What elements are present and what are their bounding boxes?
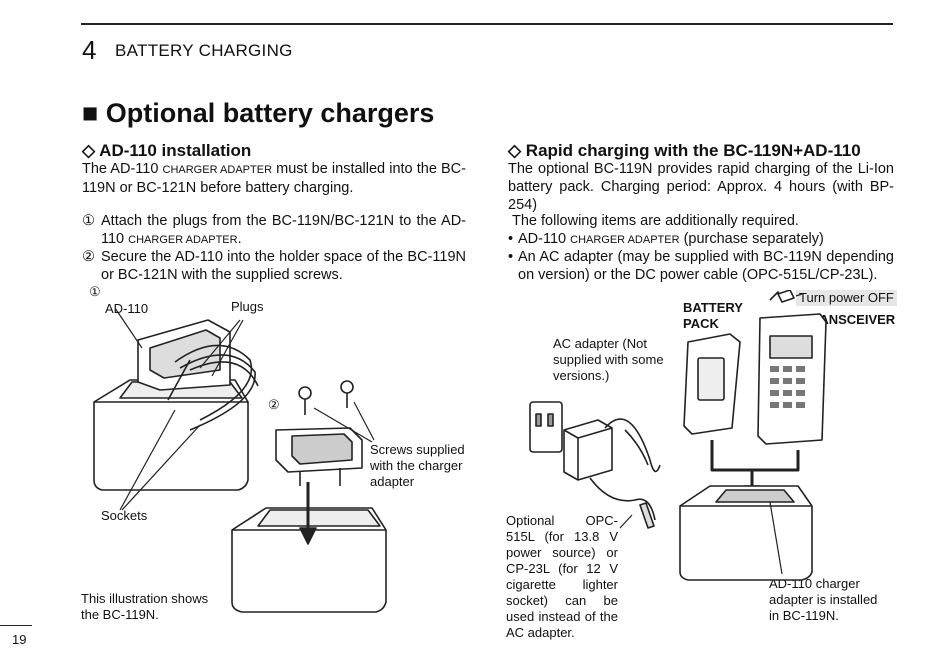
bullet-1-dot: • <box>508 231 514 247</box>
left-subtitle: ◇ AD-110 installation <box>82 141 252 160</box>
right-subtitle: ◇ Rapid charging with the BC-119N+AD-110 <box>508 141 861 160</box>
intro-smallcaps: CHARGER ADAPTER <box>162 164 273 176</box>
bullet-2-dot: • <box>508 249 514 265</box>
step-1-marker: ① <box>82 213 95 229</box>
section-title: ■ Optional battery chargers <box>82 98 435 128</box>
bullet-1-smallcaps: CHARGER ADAPTER <box>570 234 680 246</box>
step-1-text: Attach the plugs from the BC-119N/BC-121… <box>101 213 466 247</box>
chapter-number: 4 <box>82 35 97 65</box>
bullet-2: • An AC adapter (may be supplied with BC… <box>508 248 894 284</box>
figure-caption: This illustration shows the BC-119N. <box>81 591 209 622</box>
label-turn-power-off: Turn power OFF <box>796 290 897 306</box>
figure-marker-1: ① <box>89 284 101 299</box>
intro-text: The AD-110 <box>82 161 163 177</box>
page-number-rule <box>0 625 32 626</box>
label-battery-pack: BATTERY PACK <box>683 300 743 331</box>
bullet-1-text: AD-110 <box>518 231 571 247</box>
label-ac-adapter: AC adapter (Not supplied with some versi… <box>553 336 664 383</box>
header-rule <box>81 23 893 25</box>
required-items: The following items are additionally req… <box>512 213 799 229</box>
step-2-text: Secure the AD-110 into the holder space … <box>101 249 466 283</box>
page-number: 19 <box>12 632 27 647</box>
label-opc-cable: Optional OPC-515L (for 13.8 V power sour… <box>506 513 618 640</box>
right-intro: The optional BC-119N provides rapid char… <box>508 161 894 213</box>
label-sockets: Sockets <box>101 508 148 523</box>
bullet-2-text: An AC adapter (may be supplied with BC-1… <box>518 249 894 283</box>
intro-text-2: must be installed into the BC-119N or BC… <box>82 161 466 196</box>
ad110-installation-illustration <box>93 307 387 613</box>
step-1-text-2: . <box>237 231 242 247</box>
step-1-smallcaps: CHARGER ADAPTER <box>128 234 238 246</box>
label-plugs: Plugs <box>231 299 264 314</box>
chapter-title: BATTERY CHARGING <box>115 41 293 60</box>
label-ad110: AD-110 <box>105 301 149 316</box>
rapid-charging-illustration <box>529 290 827 581</box>
bullet-1: • AD-110 CHARGER ADAPTER (purchase separ… <box>508 230 894 249</box>
step-1: ① Attach the plugs from the BC-119N/BC-1… <box>82 212 466 249</box>
step-2-marker: ② <box>82 249 95 265</box>
label-screws: Screws supplied with the charger adapter <box>370 442 465 489</box>
bullet-1-text-2: (purchase separately) <box>679 231 824 247</box>
figure-marker-2: ② <box>268 397 280 412</box>
step-2: ② Secure the AD-110 into the holder spac… <box>82 248 466 284</box>
left-intro: The AD-110 CHARGER ADAPTER must be insta… <box>82 160 466 197</box>
